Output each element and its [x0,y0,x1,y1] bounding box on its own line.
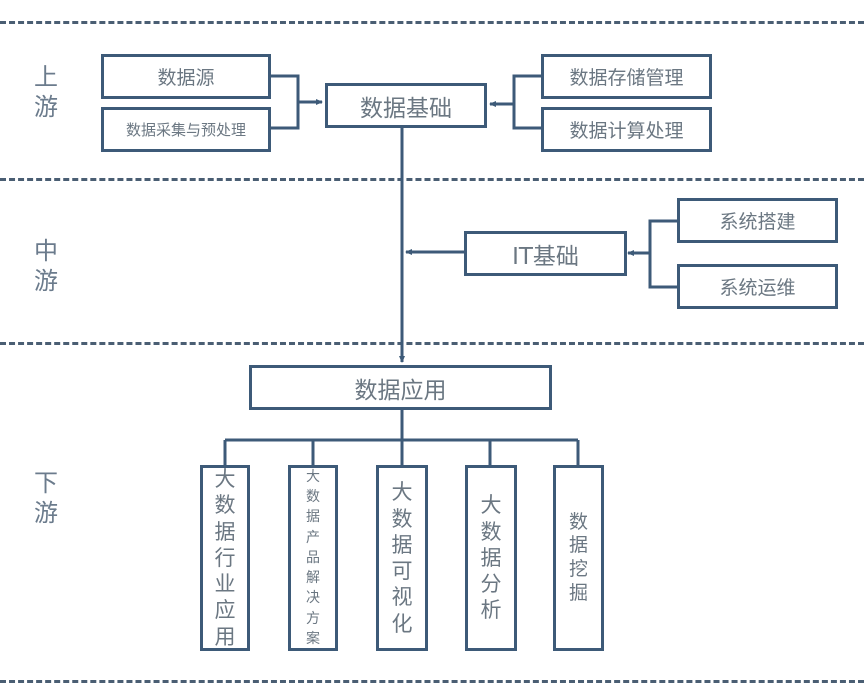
vertical-label: 大数据产品解决方案 [306,467,320,650]
stage-char: 上 [34,63,58,91]
vertical-char: 据 [568,534,588,557]
node-data-mining: 数据挖掘 [553,465,604,651]
vertical-label: 数据挖掘 [569,511,588,606]
vertical-char: 可 [391,559,413,583]
node-industry-application: 大数据行业应用 [200,465,250,651]
node-system-building: 系统搭建 [677,198,838,243]
vertical-char: 大 [214,467,236,492]
vertical-label: 大数据可视化 [392,479,413,637]
vertical-label: 大数据分析 [481,492,502,623]
stage-char: 中 [34,237,58,265]
node-data-storage-management: 数据存储管理 [541,54,712,99]
vertical-char: 决 [306,590,320,607]
vertical-char: 大 [391,480,413,505]
node-data-application: 数据应用 [249,365,552,410]
vertical-char: 大 [480,493,502,518]
vertical-char: 析 [480,598,502,623]
node-it-foundation: IT基础 [464,231,627,276]
vertical-char: 案 [306,631,320,648]
vertical-char: 用 [214,624,236,649]
vertical-char: 据 [480,545,502,570]
vertical-char: 据 [214,519,236,544]
vertical-char: 行 [214,545,236,570]
vertical-char: 品 [306,549,320,566]
divider-bottom [0,680,864,683]
stage-label-midstream: 中 游 [26,236,66,296]
vertical-char: 化 [391,611,413,636]
stage-char: 下 [34,469,58,497]
vertical-char: 数 [391,506,413,531]
vertical-char: 大 [306,468,320,485]
vertical-char: 业 [214,572,236,597]
vertical-char: 产 [306,529,320,546]
stage-char: 游 [34,499,58,527]
stage-label-downstream: 下 游 [26,468,66,528]
vertical-char: 方 [306,610,320,627]
node-data-source: 数据源 [101,54,271,99]
vertical-char: 数 [480,519,502,544]
vertical-label: 大数据行业应用 [215,466,236,650]
stage-char: 游 [34,267,58,295]
divider-upstream-midstream [0,178,864,181]
vertical-char: 视 [391,585,413,610]
node-analysis: 大数据分析 [465,465,517,651]
node-visualization: 大数据可视化 [376,465,428,651]
vertical-char: 掘 [568,581,588,604]
node-data-foundation: 数据基础 [325,83,487,128]
vertical-char: 据 [391,532,413,557]
divider-top [0,21,864,24]
node-data-computing-processing: 数据计算处理 [541,107,712,152]
vertical-char: 挖 [568,558,588,580]
node-data-collection-preprocessing: 数据采集与预处理 [101,107,271,152]
vertical-char: 据 [306,509,320,526]
connector-storage-bracket [512,74,543,130]
stage-label-upstream: 上 游 [26,62,66,122]
vertical-char: 解 [306,570,320,587]
vertical-char: 应 [214,598,236,623]
vertical-char: 数 [306,488,320,505]
vertical-char: 数 [568,510,588,533]
divider-midstream-downstream [0,342,864,345]
connector-system-bracket [648,219,678,289]
vertical-char: 分 [480,572,502,597]
vertical-char: 数 [214,493,236,518]
stage-char: 游 [34,93,58,121]
node-product-solution: 大数据产品解决方案 [288,465,338,651]
connector-source-bracket [270,74,300,130]
node-system-operations: 系统运维 [677,264,838,309]
